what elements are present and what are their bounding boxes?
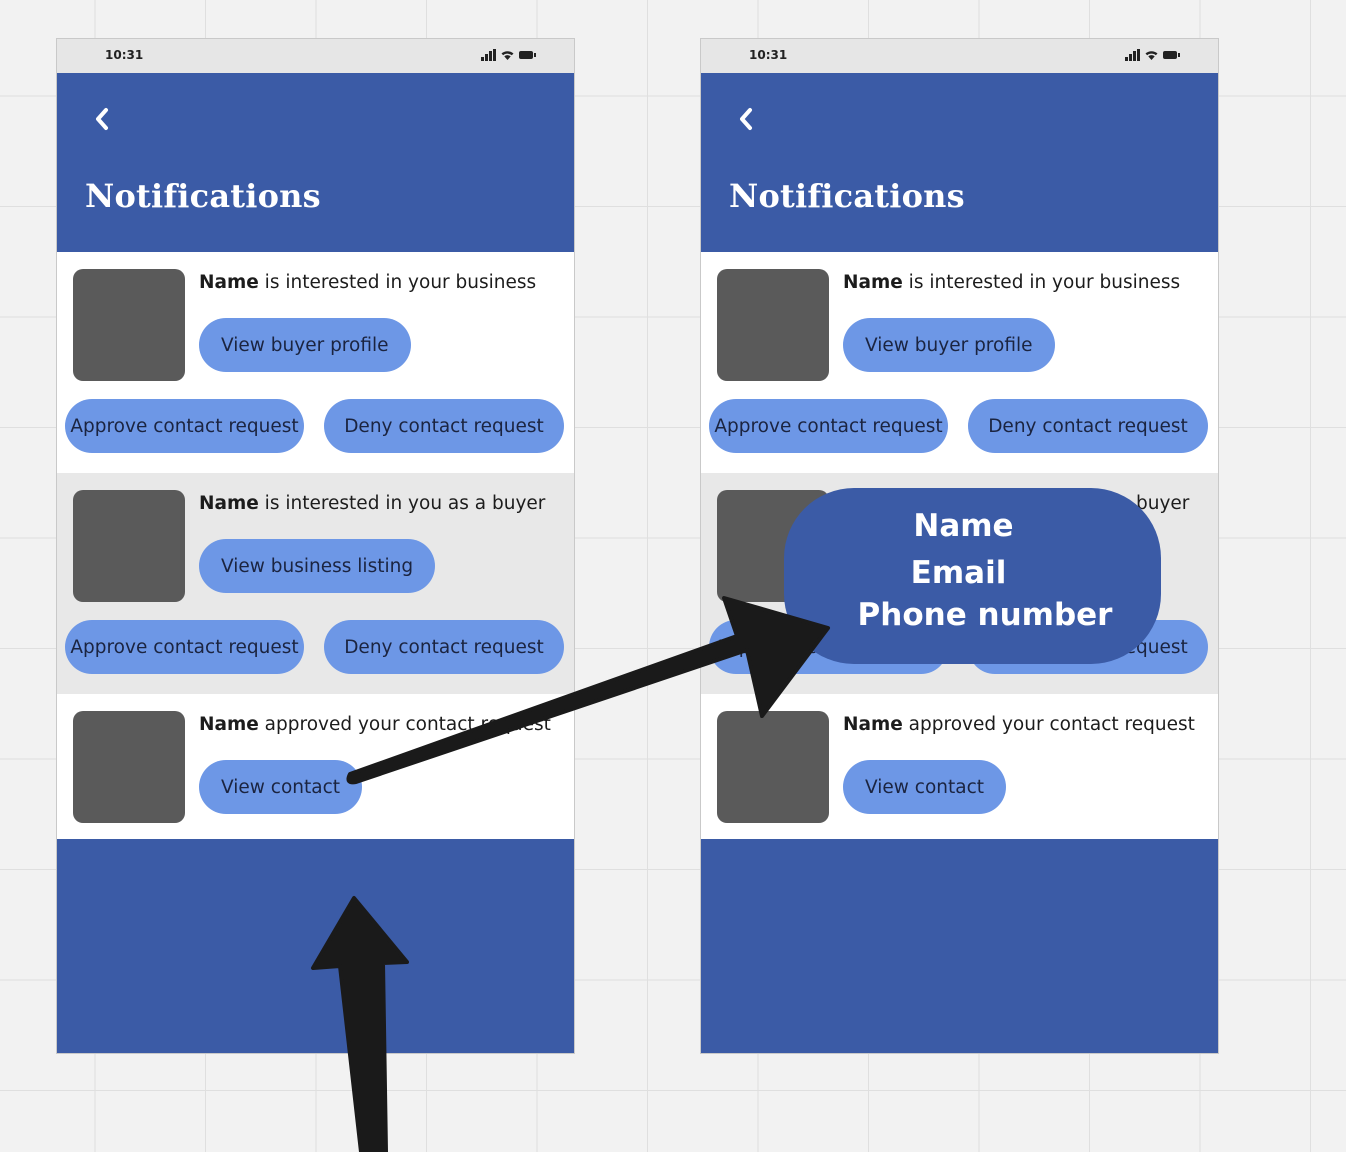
- status-icons: [1125, 49, 1180, 61]
- contact-email: Email: [910, 555, 1007, 591]
- notification-item: Name approved your contact request View …: [57, 694, 574, 839]
- notification-message: Name approved your contact request: [843, 714, 1195, 735]
- avatar: [73, 269, 185, 381]
- notification-name: Name: [199, 714, 259, 735]
- view-buyer-profile-button[interactable]: View buyer profile: [843, 318, 1055, 372]
- status-time: 10:31: [749, 48, 788, 62]
- avatar: [73, 711, 185, 823]
- battery-icon: [1163, 51, 1180, 59]
- approve-contact-request-button[interactable]: Approve contact request: [709, 399, 948, 453]
- approve-contact-request-button[interactable]: Approve contact request: [65, 399, 304, 453]
- app-header: Notifications: [57, 73, 574, 252]
- notification-item: Name is interested in your business View…: [701, 252, 1218, 473]
- notification-name: Name: [843, 714, 903, 735]
- bottom-bar: [57, 839, 574, 1053]
- status-bar: 10:31: [701, 39, 1218, 73]
- deny-contact-request-button[interactable]: Deny contact request: [324, 399, 564, 453]
- signal-icon: [1125, 49, 1140, 61]
- chevron-left-icon[interactable]: [735, 105, 757, 133]
- page-title: Notifications: [85, 177, 321, 215]
- notification-name: Name: [199, 493, 259, 514]
- status-icons: [481, 49, 536, 61]
- notification-item: Name is interested in you as a buyer Vie…: [57, 473, 574, 694]
- app-header: Notifications: [701, 73, 1218, 252]
- signal-icon: [481, 49, 496, 61]
- phone-screen-left: 10:31 Notifications Name is interested i…: [56, 38, 575, 1054]
- deny-contact-request-button[interactable]: Deny contact request: [968, 399, 1208, 453]
- wifi-icon: [1145, 50, 1158, 60]
- notification-message: Name is interested in your business: [843, 272, 1181, 293]
- notification-name: Name: [199, 272, 259, 293]
- avatar: [73, 490, 185, 602]
- notification-item: Name approved your contact request View …: [701, 694, 1218, 839]
- view-contact-button[interactable]: View contact: [843, 760, 1007, 814]
- status-time: 10:31: [105, 48, 144, 62]
- contact-info-popup: Name Email Phone number: [784, 488, 1161, 664]
- contact-name: Name: [913, 508, 1014, 544]
- bottom-bar: [701, 839, 1218, 1053]
- notification-item: Name is interested in your business View…: [57, 252, 574, 473]
- deny-contact-request-button[interactable]: Deny contact request: [324, 620, 564, 674]
- contact-phone: Phone number: [857, 597, 1113, 633]
- notification-message: Name approved your contact request: [199, 714, 551, 735]
- notification-message: Name is interested in you as a buyer: [199, 493, 546, 514]
- approve-contact-request-button[interactable]: Approve contact request: [65, 620, 304, 674]
- view-buyer-profile-button[interactable]: View buyer profile: [199, 318, 411, 372]
- page-title: Notifications: [729, 177, 965, 215]
- status-bar: 10:31: [57, 39, 574, 73]
- avatar: [717, 711, 829, 823]
- view-business-listing-button[interactable]: View business listing: [199, 539, 436, 593]
- battery-icon: [519, 51, 536, 59]
- notification-name: Name: [843, 272, 903, 293]
- notification-message: Name is interested in your business: [199, 272, 537, 293]
- chevron-left-icon[interactable]: [91, 105, 113, 133]
- avatar: [717, 269, 829, 381]
- view-contact-button[interactable]: View contact: [199, 760, 363, 814]
- wifi-icon: [501, 50, 514, 60]
